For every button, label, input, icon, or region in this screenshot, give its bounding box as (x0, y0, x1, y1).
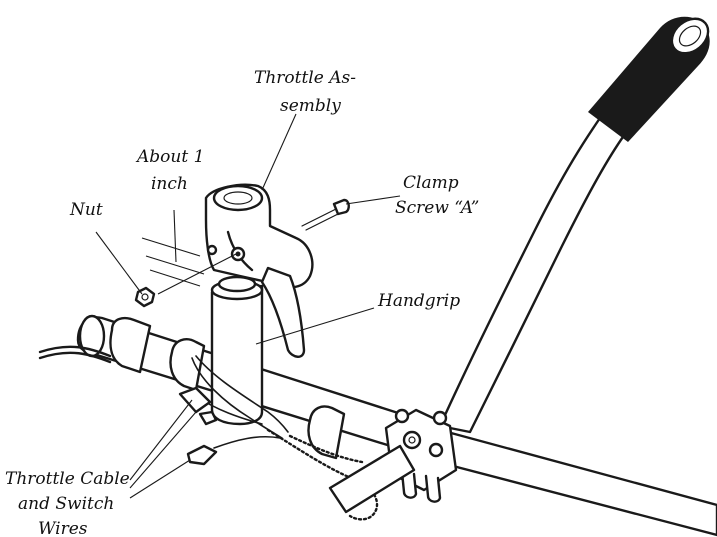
svg-text:Throttle As-: Throttle As- (254, 68, 356, 88)
lower-arm (328, 444, 416, 514)
upper-handlebar (438, 16, 710, 434)
svg-text:inch: inch (151, 174, 188, 194)
svg-text:About 1: About 1 (135, 147, 204, 167)
throttle-handgrip-tube (210, 275, 264, 426)
throttle-assembly (204, 183, 314, 358)
svg-text:sembly: sembly (280, 96, 341, 116)
nut (134, 286, 156, 308)
svg-text:Clamp: Clamp (403, 173, 459, 193)
label-handgrip: Handgrip (377, 291, 460, 311)
dimension-marks (141, 209, 205, 287)
label-throttle-assembly: Throttle As- sembly (254, 68, 356, 116)
svg-text:Screw “A”: Screw “A” (395, 198, 479, 218)
leader-lines (95, 113, 401, 499)
label-nut: Nut (69, 200, 103, 220)
lower-bar-right (428, 428, 717, 537)
clamp-screw-a (301, 198, 350, 231)
label-clamp-screw: Clamp Screw “A” (395, 173, 479, 218)
connector-lower (186, 444, 218, 466)
svg-text:Throttle Cable: Throttle Cable (5, 469, 130, 489)
label-about-1-inch: About 1 inch (135, 147, 204, 194)
svg-text:Wires: Wires (38, 519, 88, 537)
connector-upper (178, 386, 212, 414)
svg-text:and Switch: and Switch (18, 494, 114, 514)
label-throttle-cable: Throttle Cable and Switch Wires (5, 469, 130, 537)
